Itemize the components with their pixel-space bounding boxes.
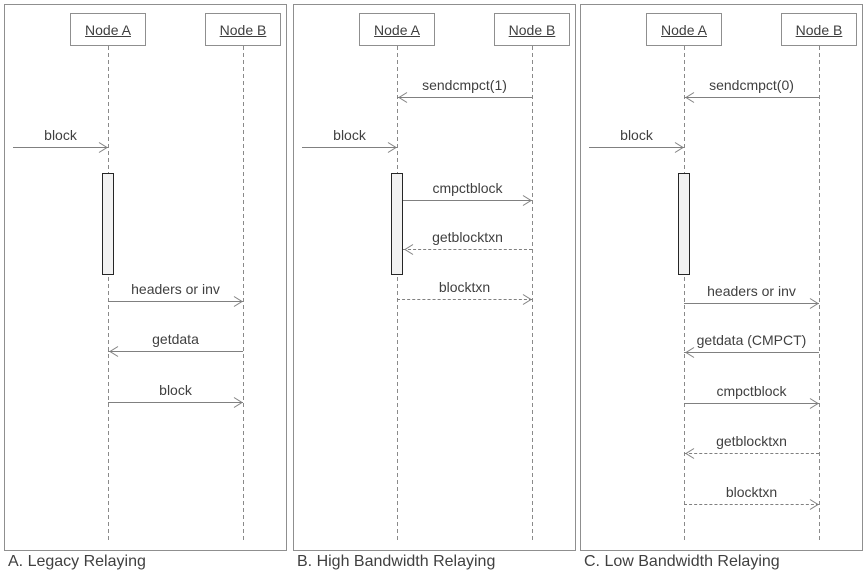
message-line (108, 402, 243, 403)
panel-legacy-relaying: Node A Node B block headers or inv getdata… (4, 4, 287, 551)
arrowhead-right-icon (98, 142, 108, 153)
arrowhead-left-icon (398, 92, 408, 103)
arrowhead-right-icon (809, 298, 819, 309)
panel-caption: A. Legacy Relaying (8, 553, 146, 570)
activation-bar (678, 173, 690, 275)
arrowhead-left-icon (685, 448, 695, 459)
message-line (684, 352, 819, 353)
arrowhead-right-icon (387, 142, 397, 153)
message-layer: block sendcmpct(1) cmpctblock getblocktxn bl… (294, 5, 575, 550)
panel-low-bandwidth-relaying: Node A Node B block sendcmpct(0) headers o… (580, 4, 863, 551)
message-line (684, 403, 819, 404)
arrowhead-right-icon (522, 294, 532, 305)
arrowhead-right-icon (233, 397, 243, 408)
message-line (302, 147, 397, 148)
message-line (403, 200, 532, 201)
message-label: sendcmpct(0) (709, 77, 794, 93)
arrowhead-left-icon (685, 92, 695, 103)
message-layer: block sendcmpct(0) headers or inv getdata (… (581, 5, 862, 550)
actor-box-node-a: Node A (646, 13, 722, 46)
actor-box-node-a: Node A (359, 13, 435, 46)
message-label: getdata (CMPCT) (696, 332, 807, 348)
message-label: headers or inv (131, 281, 220, 297)
actor-label: Node A (85, 21, 131, 38)
message-line (108, 351, 243, 352)
message-label: getblocktxn (716, 433, 787, 449)
message-label: blocktxn (725, 484, 778, 500)
panel-caption: C. Low Bandwidth Relaying (584, 553, 780, 570)
arrowhead-right-icon (522, 195, 532, 206)
lifeline-node-b (532, 46, 533, 541)
actor-box-node-b: Node B (205, 13, 281, 46)
message-label: block (620, 127, 653, 143)
lifeline-node-b (243, 46, 244, 541)
arrowhead-right-icon (674, 142, 684, 153)
message-line (397, 97, 532, 98)
message-label: getdata (152, 331, 199, 347)
lifeline-node-b (819, 46, 820, 541)
activation-bar (391, 173, 403, 275)
message-line (684, 303, 819, 304)
message-line (684, 453, 819, 454)
message-line (589, 147, 684, 148)
actor-label: Node B (508, 21, 556, 38)
arrowhead-right-icon (809, 398, 819, 409)
lifeline-node-a (108, 46, 109, 541)
panel-caption: B. High Bandwidth Relaying (297, 553, 496, 570)
actor-box-node-b: Node B (781, 13, 857, 46)
message-label: sendcmpct(1) (422, 77, 507, 93)
message-line (403, 249, 532, 250)
message-label: getblocktxn (432, 229, 503, 245)
arrowhead-right-icon (809, 499, 819, 510)
message-label: headers or inv (707, 283, 796, 299)
message-line (13, 147, 108, 148)
message-label: cmpctblock (716, 383, 787, 399)
message-line (684, 97, 819, 98)
message-label: blocktxn (438, 279, 491, 295)
message-line (397, 299, 532, 300)
actor-box-node-a: Node A (70, 13, 146, 46)
message-label: cmpctblock (432, 180, 503, 196)
actor-label: Node A (661, 21, 707, 38)
message-line (108, 301, 243, 302)
message-label: block (44, 127, 77, 143)
arrowhead-left-icon (404, 244, 414, 255)
message-layer: block headers or inv getdata block (5, 5, 286, 550)
actor-box-node-b: Node B (494, 13, 570, 46)
actor-label: Node B (219, 21, 267, 38)
message-label: block (159, 382, 192, 398)
arrowhead-right-icon (233, 296, 243, 307)
panel-high-bandwidth-relaying: Node A Node B block sendcmpct(1) cmpctbloc… (293, 4, 576, 551)
arrowhead-left-icon (685, 347, 695, 358)
actor-label: Node B (795, 21, 843, 38)
message-label: block (333, 127, 366, 143)
arrowhead-left-icon (109, 346, 119, 357)
lifeline-node-a (397, 46, 398, 541)
lifeline-node-a (684, 46, 685, 541)
activation-bar (102, 173, 114, 275)
actor-label: Node A (374, 21, 420, 38)
message-line (684, 504, 819, 505)
